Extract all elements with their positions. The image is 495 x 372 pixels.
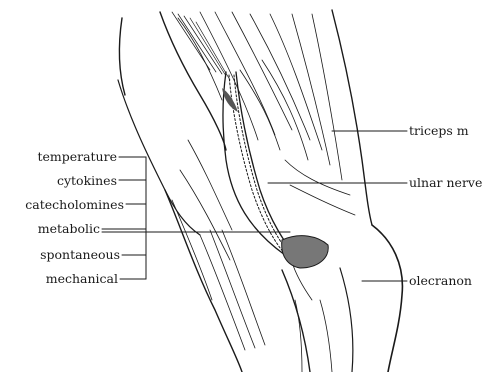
label-ulnar-nerve: ulnar nerve	[409, 175, 482, 190]
label-olecranon: olecranon	[409, 273, 472, 288]
triceps-muscle-fibers	[178, 12, 355, 215]
label-cytokines: cytokines	[57, 173, 117, 188]
label-metabolic: metabolic	[38, 221, 100, 236]
label-catecholomines: catecholomines	[25, 197, 124, 212]
label-triceps-m: triceps m	[409, 123, 469, 138]
label-spontaneous: spontaneous	[40, 247, 120, 262]
label-temperature: temperature	[37, 149, 117, 164]
label-mechanical: mechanical	[46, 271, 118, 286]
